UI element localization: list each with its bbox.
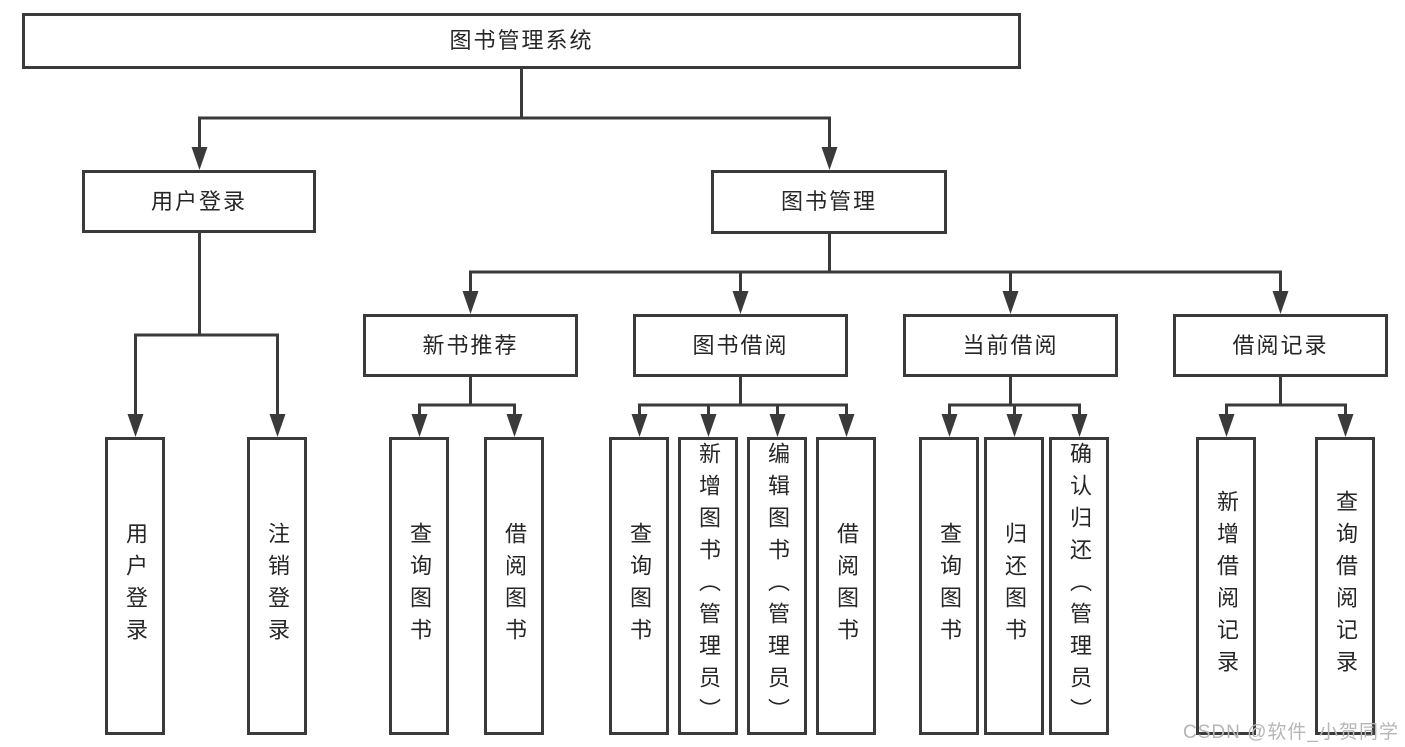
arrowhead — [269, 414, 286, 437]
leaf-label: 查询图书 — [937, 522, 962, 650]
arrowhead — [127, 414, 144, 437]
arrowhead — [941, 414, 958, 437]
leaf-user-login: 用户登录 — [105, 437, 165, 735]
arrowhead — [1272, 291, 1289, 314]
arrowhead — [700, 414, 717, 437]
leaf-label: 用户登录 — [123, 522, 148, 650]
node-label: 图书管理系统 — [449, 28, 594, 53]
leaf-label: 注销登录 — [265, 522, 290, 650]
arrowhead — [462, 291, 479, 314]
leaf-borrow-edit-books-admin: 编辑图书（管理员） — [747, 437, 807, 735]
leaf-current-confirm-return-admin: 确认归还（管理员） — [1049, 437, 1109, 735]
arrowhead — [1337, 414, 1354, 437]
leaf-records-add-record: 新增借阅记录 — [1196, 437, 1256, 735]
arrowhead — [1006, 414, 1023, 437]
node-book-management-system: 图书管理系统 — [22, 13, 1021, 69]
leaf-label: 新增借阅记录 — [1214, 490, 1239, 682]
leaf-label: 查询借阅记录 — [1333, 490, 1358, 682]
leaf-recommend-query-books: 查询图书 — [389, 437, 449, 735]
arrowhead — [411, 414, 428, 437]
node-borrowing-records: 借阅记录 — [1173, 314, 1388, 377]
leaf-recommend-borrow-books: 借阅图书 — [484, 437, 544, 735]
leaf-label: 确认归还（管理员） — [1067, 442, 1092, 730]
arrowhead — [821, 147, 838, 170]
arrowhead — [1002, 291, 1019, 314]
leaf-borrow-add-books-admin: 新增图书（管理员） — [678, 437, 738, 735]
arrowhead — [191, 147, 208, 170]
arrowhead — [769, 414, 786, 437]
arrowhead — [506, 414, 523, 437]
node-label: 新书推荐 — [422, 332, 519, 358]
leaf-label: 归还图书 — [1002, 522, 1027, 650]
node-user-login: 用户登录 — [82, 170, 316, 233]
leaf-borrow-query-books: 查询图书 — [609, 437, 669, 735]
leaf-borrow-borrow-books: 借阅图书 — [816, 437, 876, 735]
arrowhead — [732, 291, 749, 314]
leaf-label: 借阅图书 — [834, 522, 859, 650]
leaf-label: 查询图书 — [627, 522, 652, 650]
leaf-label: 查询图书 — [407, 522, 432, 650]
leaf-current-query-books: 查询图书 — [919, 437, 979, 735]
csdn-watermark: CSDN @软件_小贺同学 — [1183, 722, 1399, 743]
node-current-borrowing: 当前借阅 — [903, 314, 1118, 377]
leaf-label: 借阅图书 — [502, 522, 527, 650]
node-label: 借阅记录 — [1232, 332, 1329, 358]
node-book-management: 图书管理 — [711, 170, 947, 234]
node-new-book-recommend: 新书推荐 — [363, 314, 578, 377]
node-label: 用户登录 — [150, 188, 247, 214]
arrowhead — [838, 414, 855, 437]
leaf-current-return-books: 归还图书 — [984, 437, 1044, 735]
arrowhead — [1218, 414, 1235, 437]
node-label: 图书管理 — [780, 189, 877, 214]
arrowhead — [1071, 414, 1088, 437]
leaf-label: 编辑图书（管理员） — [765, 442, 790, 730]
leaf-label: 新增图书（管理员） — [696, 442, 721, 730]
node-label: 图书借阅 — [692, 332, 789, 358]
leaf-records-query-record: 查询借阅记录 — [1315, 437, 1375, 735]
leaf-logout-login: 注销登录 — [247, 437, 307, 735]
arrowhead — [631, 414, 648, 437]
node-book-borrowing: 图书借阅 — [633, 314, 848, 377]
node-label: 当前借阅 — [962, 332, 1059, 358]
